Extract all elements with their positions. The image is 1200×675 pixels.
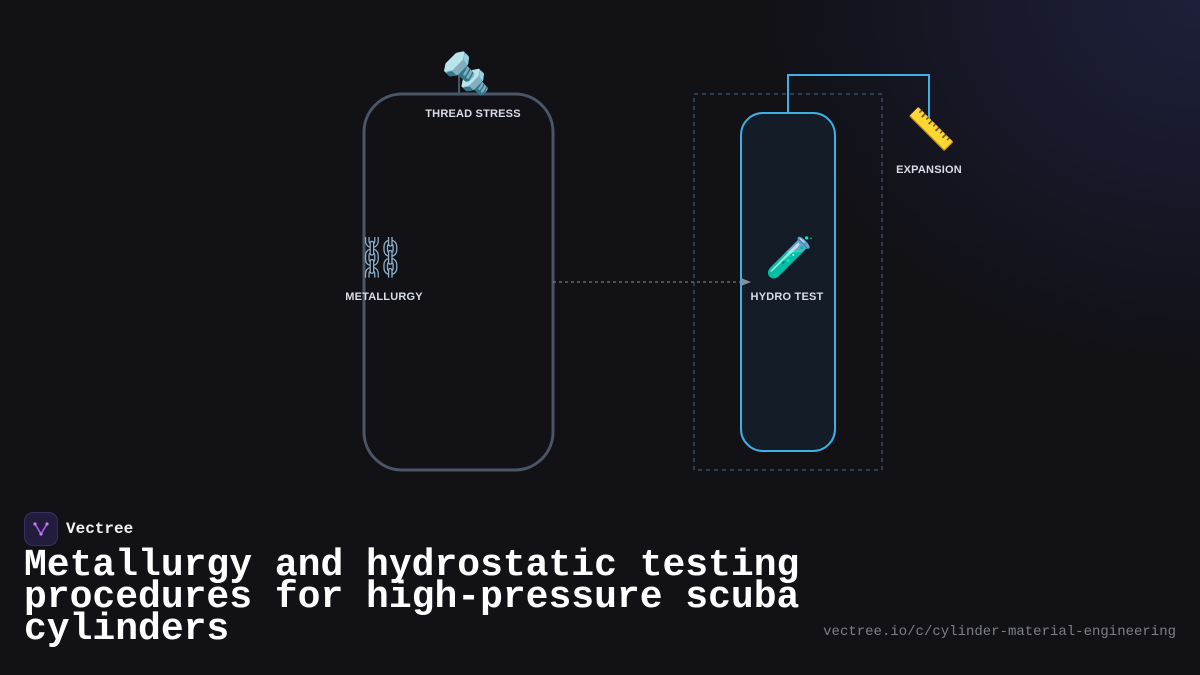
hydro-test-label: HYDRO TEST (750, 291, 824, 303)
metallurgy-label: METALLURGY (345, 291, 423, 303)
hydro-test-cylinder (740, 112, 836, 452)
brand: Vectree (24, 512, 133, 546)
page-title: Metallurgy and hydrostatic testing proce… (24, 544, 800, 651)
chain-icon: ⛓ (355, 235, 407, 281)
expansion-label: EXPANSION (896, 164, 962, 176)
test-tube-icon: 🧪 (765, 235, 815, 281)
metallurgy-cylinder (362, 92, 555, 472)
brand-name: Vectree (66, 520, 134, 538)
thread-stress-label: THREAD STRESS (425, 108, 521, 120)
ruler-icon: 📏 (906, 107, 956, 153)
brand-logo-icon (24, 512, 58, 546)
arrow-head (741, 278, 751, 286)
expansion-connector (787, 74, 930, 120)
source-url: vectree.io/c/cylinder-material-engineeri… (823, 624, 1176, 640)
bolt-nut-icon: 🔩 (441, 51, 491, 97)
